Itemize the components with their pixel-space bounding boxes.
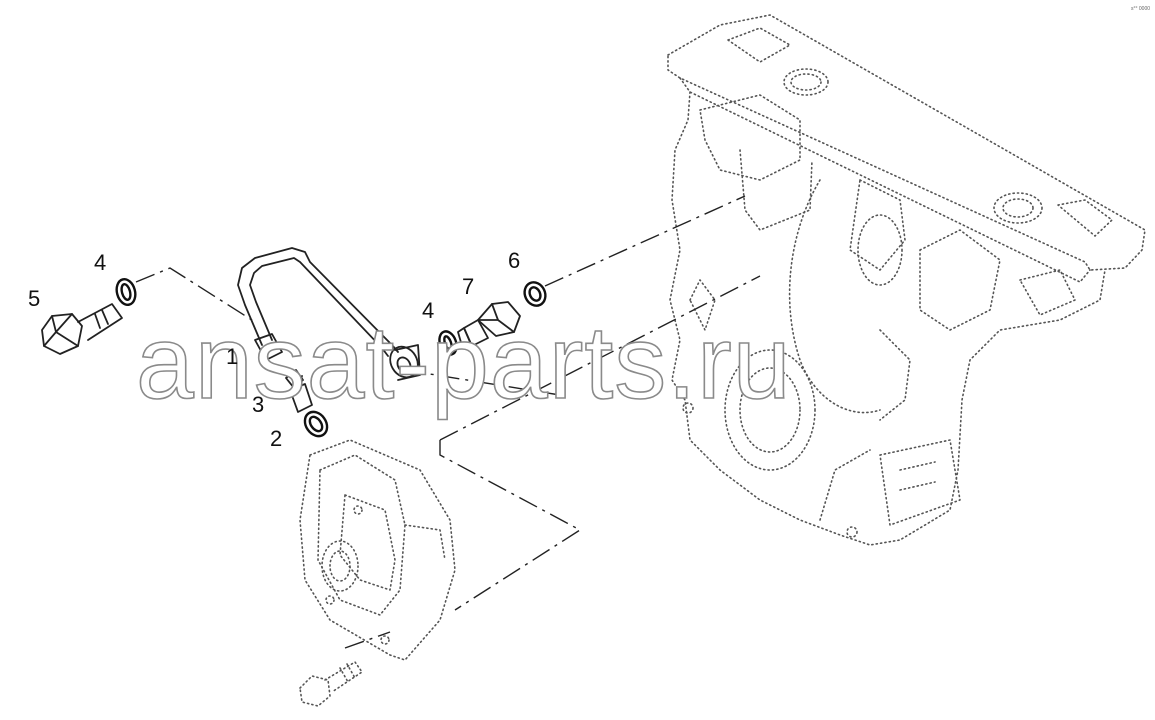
callout-5: 5 xyxy=(28,286,40,311)
pump-body xyxy=(299,439,456,661)
part-2-seal-ring xyxy=(303,410,329,438)
part-6-seal-ring xyxy=(523,281,547,307)
callout-4-left: 4 xyxy=(94,250,106,275)
leader-lines xyxy=(135,195,761,649)
callout-1: 1 xyxy=(226,344,238,369)
callout-4-right: 4 xyxy=(422,298,434,323)
callout-7: 7 xyxy=(462,274,474,299)
watermark: ansat-parts.ru xyxy=(136,305,792,421)
pump-mounting-bolt xyxy=(299,661,363,707)
part-3-nipple xyxy=(285,369,313,413)
part-2-seal-ring-inner xyxy=(308,415,324,433)
callout-3: 3 xyxy=(252,392,264,417)
part-4-washer-right xyxy=(438,330,458,356)
callout-6: 6 xyxy=(508,248,520,273)
engine-housing xyxy=(667,14,1146,546)
part-5-banjo-bolt xyxy=(41,303,123,355)
callout-2: 2 xyxy=(270,426,282,451)
part-4-washer-right-inner xyxy=(443,335,453,351)
part-1-oil-pipe xyxy=(237,247,421,381)
corner-mark: s°° 0000 xyxy=(1131,6,1150,12)
part-4-washer-left xyxy=(115,278,137,306)
part-4-washer-left-inner xyxy=(120,283,132,301)
part-6-seal-ring-inner xyxy=(528,286,542,302)
part-7-union-fitting xyxy=(457,301,521,347)
